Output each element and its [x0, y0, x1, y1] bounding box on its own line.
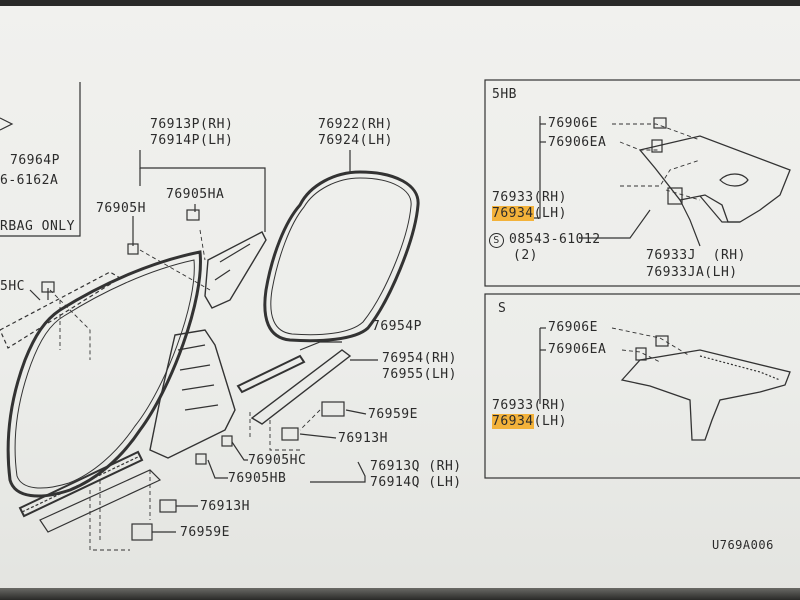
drawing-number: U769A006 [712, 538, 774, 552]
label-5hb-76906ea: 76906EA [548, 135, 607, 150]
label-s-76906ea: 76906EA [548, 342, 607, 357]
label-5hb-bolt: 08543-61012 [509, 232, 601, 247]
label-76954p: 76954P [372, 319, 422, 334]
section-s-box [484, 293, 800, 479]
label-s-76933: 76933(RH) [492, 398, 567, 413]
leader-bolt [580, 209, 651, 239]
left-arrow-mark [0, 117, 14, 131]
label-76913p: 76913P(RH) [150, 117, 234, 132]
label-76959e-b: 76959E [180, 525, 230, 540]
bolt-s-icon: S [489, 233, 504, 248]
rear-pillar-trim-s [620, 349, 791, 441]
label-76959e-a: 76959E [368, 407, 418, 422]
a-pillar-trim [0, 271, 122, 349]
label-76955: 76955(LH) [382, 367, 457, 382]
rear-kicking-plate-76954p [236, 354, 306, 394]
label-76913q: 76913Q (RH) [370, 459, 462, 474]
weatherstrip-76922 [263, 170, 420, 343]
clip-s-76906ea [635, 347, 647, 361]
highlight-s-76934: 76934 [492, 414, 534, 429]
section-5hb-title: 5HB [492, 87, 517, 102]
front-kicking-plate [18, 450, 144, 518]
label-76905h: 76905H [96, 201, 146, 216]
clip-76905ha [186, 209, 200, 221]
label-6-6162a: 6-6162A [0, 173, 59, 188]
clip-s-76906e [655, 335, 669, 347]
label-76933j: 76933J (RH) [646, 248, 746, 263]
label-5hb-76934: 76934(LH) [492, 206, 567, 221]
label-76913h-a: 76913H [338, 431, 388, 446]
label-76914p: 76914P(LH) [150, 133, 234, 148]
leader-76954p [299, 341, 342, 351]
leader-76933j [679, 199, 701, 247]
label-76964p: 76964P [10, 153, 60, 168]
monitor-bezel-top [0, 0, 800, 6]
clip-76905hb [195, 453, 207, 465]
trim-opening-5hb [719, 173, 749, 187]
clip-76905hc [221, 435, 233, 447]
clip-5hc [41, 281, 55, 293]
b-pillar-upper-trim [204, 231, 267, 309]
label-5hb-76906e: 76906E [548, 116, 598, 131]
label-76905hb: 76905HB [228, 471, 287, 486]
clip-5hb-76906ea [651, 139, 663, 153]
highlight-5hb-76934: 76934 [492, 206, 534, 221]
rear-sill-trim-76954 [250, 349, 352, 425]
clip-76905h [127, 243, 139, 255]
clip-76933j [667, 187, 683, 205]
label-76914q: 76914Q (LH) [370, 475, 462, 490]
section-s-title: S [498, 301, 507, 316]
b-pillar-lower-trim [149, 329, 236, 459]
leader-76913p [139, 150, 266, 232]
section-5hb-box [484, 79, 800, 287]
label-76924: 76924(LH) [318, 133, 393, 148]
label-76922: 76922(RH) [318, 117, 393, 132]
clip-5hb-76906e [653, 117, 667, 129]
label-76913h-b: 76913H [200, 499, 250, 514]
label-76954: 76954(RH) [382, 351, 457, 366]
label-5hb-76933: 76933(RH) [492, 190, 567, 205]
label-s-76906e: 76906E [548, 320, 598, 335]
label-76905ha: 76905HA [166, 187, 225, 202]
label-5hb-bolt-qty: (2) [513, 248, 538, 263]
label-5hb-bolt-symbol: S [489, 233, 504, 248]
clip-76959e-b [131, 523, 153, 541]
clip-76913h-b [159, 499, 177, 513]
clip-76959e-a [321, 401, 345, 417]
label-76905hc: 76905HC [248, 453, 307, 468]
label-76933ja: 76933JA(LH) [646, 265, 738, 280]
clip-76913h-a [281, 427, 299, 441]
front-sill-trim [39, 469, 162, 533]
front-weatherstrip [6, 250, 202, 498]
label-s-76934: 76934(LH) [492, 414, 567, 429]
label-airbag-only: RBAG ONLY [0, 219, 75, 234]
monitor-bezel-bottom [0, 588, 800, 600]
left-callout-box [0, 82, 81, 237]
label-5hc: 5HC [0, 279, 25, 294]
